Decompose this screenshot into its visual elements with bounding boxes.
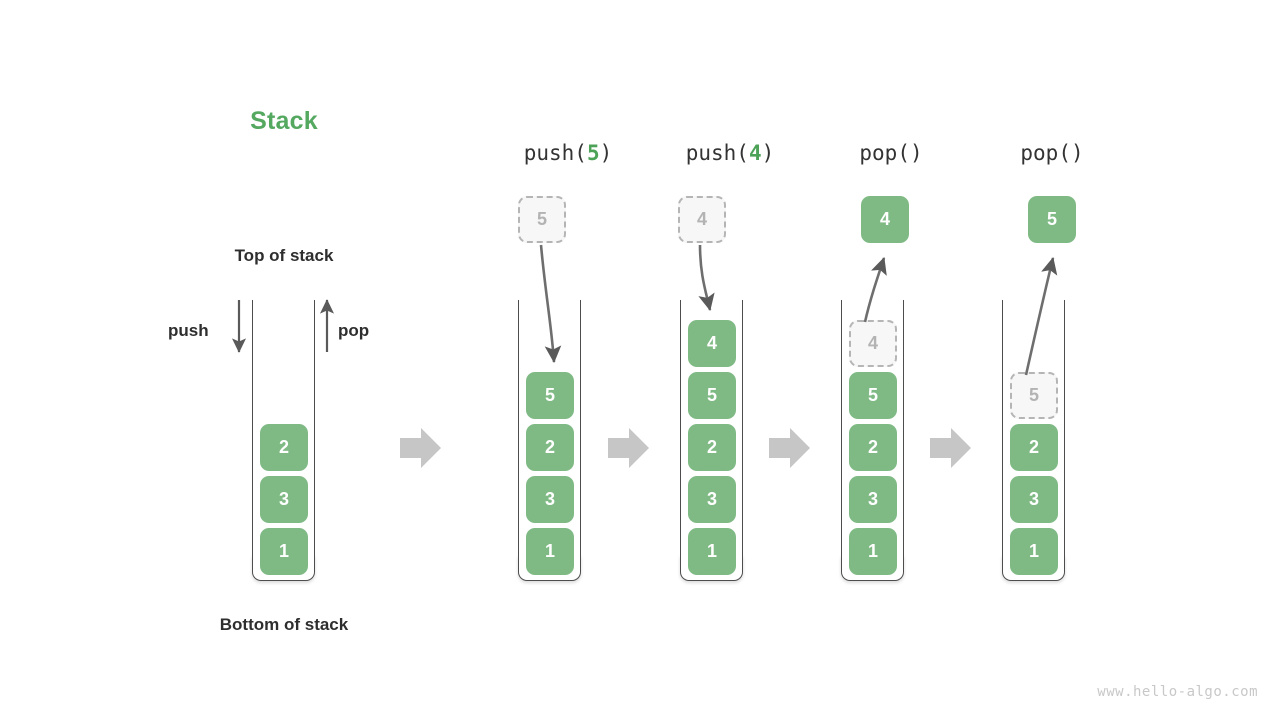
push-label: push [168, 321, 209, 340]
stack-cell: 3 [526, 476, 574, 523]
incoming-element-5: 5 [518, 196, 566, 243]
stack-cell: 2 [260, 424, 308, 471]
stack-wall-right [903, 300, 904, 571]
flow-arrow-icon [400, 428, 441, 468]
stack-cell: 1 [688, 528, 736, 575]
stack-cell: 3 [260, 476, 308, 523]
stack-cell: 2 [1010, 424, 1058, 471]
stack-wall-right [1064, 300, 1065, 571]
watermark: www.hello-algo.com [1097, 684, 1258, 700]
popped-element-5: 5 [1028, 196, 1076, 243]
op-label-push-5: push(5) [523, 141, 613, 165]
stack-wall-right [742, 300, 743, 571]
op-label-pop-2: pop() [1020, 141, 1084, 165]
stack-wall-right [314, 300, 315, 571]
stack-cell: 4 [849, 320, 897, 367]
stack-wall-left [841, 300, 842, 571]
stack-cell: 3 [688, 476, 736, 523]
stack-after-push-4: 4 5 2 3 1 [680, 300, 743, 581]
stack-cell: 2 [526, 424, 574, 471]
stack-cell: 2 [849, 424, 897, 471]
stack-cell: 2 [688, 424, 736, 471]
stack-wall-right [580, 300, 581, 571]
flow-arrow-icon [608, 428, 649, 468]
stack-cell: 5 [526, 372, 574, 419]
stack-wall-left [252, 300, 253, 571]
stack-wall-left [1002, 300, 1003, 571]
stack-initial: 2 3 1 [252, 300, 315, 581]
stack-cell: 3 [849, 476, 897, 523]
stack-cell: 5 [1010, 372, 1058, 419]
stack-wall-left [518, 300, 519, 571]
stack-after-push-5: 5 2 3 1 [518, 300, 581, 581]
stack-cell: 1 [526, 528, 574, 575]
stack-cell: 3 [1010, 476, 1058, 523]
popped-element-4: 4 [861, 196, 909, 243]
flow-arrow-icon [769, 428, 810, 468]
op-label-push-4: push(4) [685, 141, 775, 165]
stack-wall-left [680, 300, 681, 571]
flow-arrow-icon [930, 428, 971, 468]
stack-after-pop-4: 4 5 2 3 1 [841, 300, 904, 581]
op-label-pop-1: pop() [859, 141, 923, 165]
stack-cell: 5 [688, 372, 736, 419]
stack-cell: 5 [849, 372, 897, 419]
stack-cell: 4 [688, 320, 736, 367]
stack-cell: 1 [260, 528, 308, 575]
page-title: Stack [250, 107, 318, 135]
top-of-stack-label: Top of stack [234, 246, 334, 265]
bottom-of-stack-label: Bottom of stack [219, 615, 349, 634]
incoming-element-4: 4 [678, 196, 726, 243]
stack-cell: 1 [849, 528, 897, 575]
stack-after-pop-5: 5 2 3 1 [1002, 300, 1065, 581]
stack-cell: 1 [1010, 528, 1058, 575]
pop-label: pop [338, 321, 370, 340]
